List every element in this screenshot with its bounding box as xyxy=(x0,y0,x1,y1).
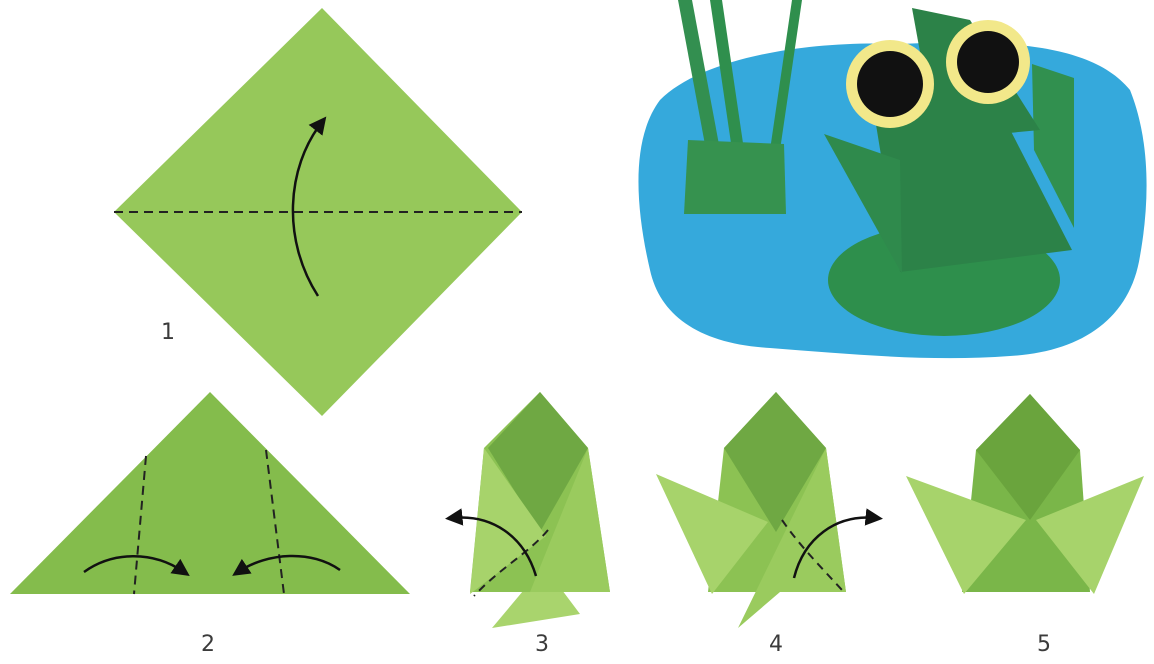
step-2-number: 2 xyxy=(188,632,228,657)
step-1-number: 1 xyxy=(148,320,188,345)
step-5-diagram xyxy=(906,394,1144,594)
step-4-diagram xyxy=(656,392,876,628)
step-2-paper xyxy=(10,392,410,594)
step-5-number: 5 xyxy=(1024,632,1064,657)
step-3-number: 3 xyxy=(522,632,562,657)
frog-right-eye xyxy=(957,31,1019,93)
finished-frog-illustration xyxy=(638,0,1146,358)
step-2-diagram xyxy=(10,392,410,594)
step-3-diagram xyxy=(452,392,610,628)
frog-left-eye xyxy=(857,51,923,117)
step-4-number: 4 xyxy=(756,632,796,657)
reed-base xyxy=(684,140,786,214)
step-1-diagram xyxy=(114,8,522,416)
